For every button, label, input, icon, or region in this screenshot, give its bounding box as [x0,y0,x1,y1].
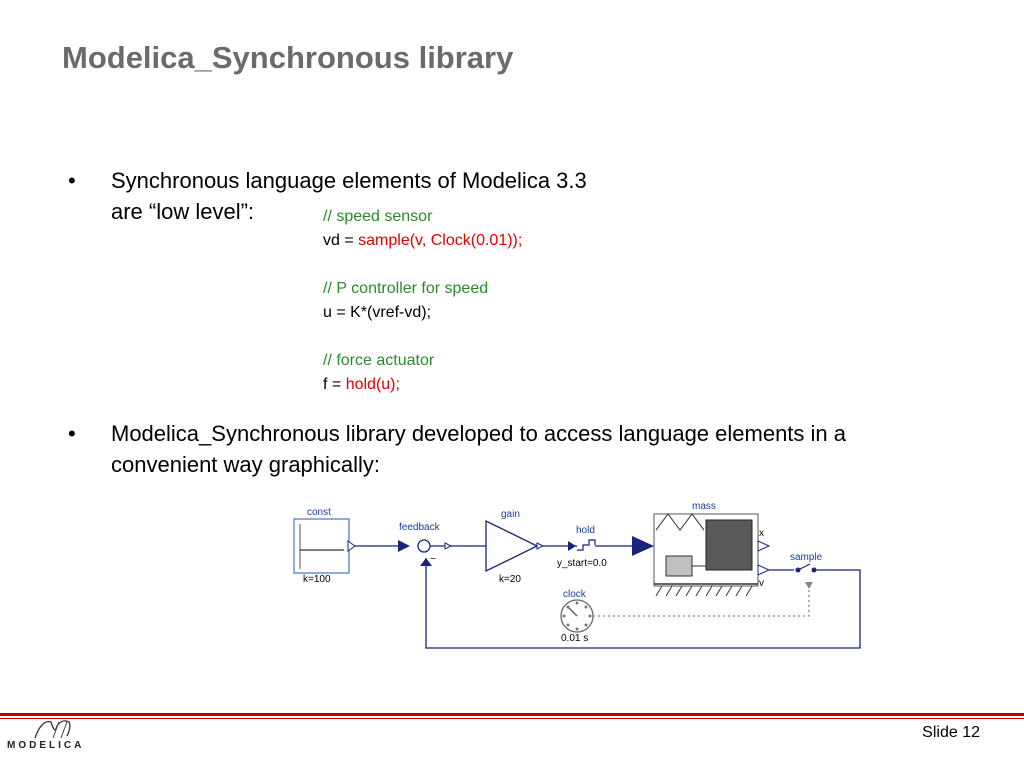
bullet-1-line-2: are “low level”: [111,199,255,224]
clock-tick-2 [584,605,588,609]
port-x-label: x [759,528,764,539]
gain-label: gain [501,509,520,520]
logo-text: MODELICA [7,740,84,751]
hold-input-port [568,541,576,551]
feedback-label: feedback [399,522,441,533]
hold-block[interactable]: hold y_start=0.0 [557,525,607,569]
slide-title: Modelica_Synchronous library [62,40,514,75]
feedback-circle [417,539,431,553]
const-output-port [347,540,356,552]
hatch-4 [685,585,693,597]
feedback-input-port [398,540,410,552]
wire-clock-sample [593,589,810,617]
code-comment-speed-sensor: // speed sensor [323,208,433,225]
code-block: // speed sensor vd = sample(v, Clock(0.0… [323,205,522,397]
hold-label: hold [576,525,595,536]
clock-param: 0.01 s [561,633,588,644]
code-line-hold-prefix: f = [323,376,346,393]
mass-port-v [757,564,771,576]
bullet-2-line-1: Modelica_Synchronous library developed t… [111,421,847,446]
code-sample-call: sample(v, Clock(0.01)); [358,232,523,249]
hatch-1 [655,585,663,597]
code-comment-p-controller: // P controller for speed [323,280,489,297]
code-line-sample-prefix: vd = [323,232,359,249]
code-blank-2 [323,325,522,349]
sample-switch [797,563,811,571]
feedback-minus: − [430,554,436,565]
code-hold-call: hold(u); [345,376,400,393]
const-label: const [307,507,331,518]
code-line-hold: f = hold(u); [323,373,522,397]
hatch-3 [675,585,683,597]
bullet-1-marker: • [68,168,76,193]
hatch-7 [715,585,723,597]
clock-block[interactable]: clock 0.01 s [560,589,594,644]
sample-out-dot [811,567,817,573]
code-line-controller: u = K*(vref-vd); [323,304,432,321]
hatch-2 [665,585,673,597]
footer-rule-thick [0,713,1024,716]
mass-force-port [632,536,654,556]
mass-spring [655,513,705,531]
gain-param: k=20 [499,574,521,585]
modelica-logo: MODELICA [7,720,84,751]
mass-sensor-box [665,555,693,577]
gain-output-port [536,542,545,550]
feedback-minus-port [420,558,432,566]
const-param: k=100 [303,574,331,585]
sample-block[interactable]: sample [790,552,823,589]
feedback-output-port [444,542,453,550]
clock-label: clock [563,589,587,600]
slide-number: Slide 12 [922,724,980,741]
code-blank-1 [323,253,522,277]
code-line-sample: vd = sample(v, Clock(0.01)); [323,229,522,253]
hatch-8 [725,585,733,597]
clock-hand [568,607,578,617]
hatch-10 [745,585,753,597]
footer-rule-thin [0,718,1024,719]
feedback-block[interactable]: feedback − [399,522,441,565]
clock-tick-1 [575,601,579,605]
bullet-1: • Synchronous language elements of Model… [68,165,711,227]
hatch-9 [735,585,743,597]
mass-block[interactable]: mass x v [653,501,771,597]
clock-tick-4 [584,623,588,627]
wire-feedback-loop [425,558,861,649]
const-block[interactable]: const k=100 [293,507,350,585]
clock-tick-6 [566,623,570,627]
sample-label: sample [790,552,823,563]
bullet-1-line-1: Synchronous language elements of Modelic… [111,168,587,193]
mass-body [705,519,753,571]
hold-param: y_start=0.0 [557,558,607,569]
clock-tick-7 [562,614,566,618]
gain-triangle [485,519,539,573]
mass-label: mass [692,501,716,512]
sample-clock-port [805,582,813,589]
bullet-2-marker: • [68,421,76,446]
bullet-2: • Modelica_Synchronous library developed… [68,418,991,480]
hatch-6 [705,585,713,597]
clock-tick-3 [588,614,592,618]
code-comment-force-actuator: // force actuator [323,352,435,369]
gain-block[interactable]: gain k=20 [485,509,539,585]
mass-port-x [757,540,771,552]
block-diagram: const k=100 feedback − gain k=20 hold y_… [293,501,861,649]
const-box [293,518,350,574]
hatch-5 [695,585,703,597]
port-v-label: v [759,578,764,589]
clock-tick-5 [575,627,579,631]
bullet-2-line-2: convenient way graphically: [111,452,381,477]
hold-staircase [577,539,596,551]
clock-tick-8 [566,605,570,609]
